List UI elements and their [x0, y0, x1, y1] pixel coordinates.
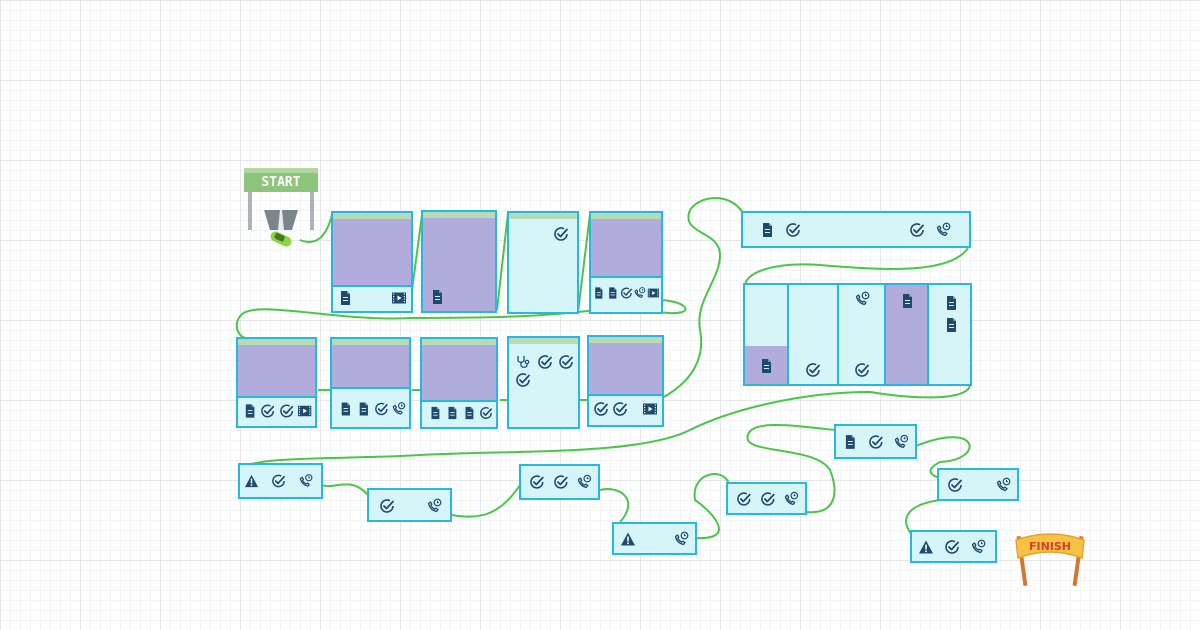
phone-callback-icon — [578, 474, 592, 489]
phone-callback-icon — [427, 498, 442, 513]
checkmark-circle-icon — [613, 402, 627, 416]
checkmark-circle-icon — [945, 540, 959, 554]
grid-column — [886, 285, 929, 384]
journey-step-card[interactable] — [420, 337, 498, 429]
phone-callback-icon — [785, 491, 799, 506]
document-icon — [946, 318, 956, 332]
grid-column — [789, 285, 839, 384]
phone-callback-icon — [392, 402, 406, 415]
checkmark-circle-icon — [480, 407, 493, 419]
journey-step-card[interactable] — [507, 211, 579, 314]
checkmark-circle-icon — [854, 363, 869, 377]
document-icon — [465, 406, 474, 420]
journey-step-card[interactable] — [507, 336, 580, 429]
checkmark-circle-icon — [760, 492, 775, 506]
document-icon — [608, 287, 617, 299]
stethoscope-icon — [517, 356, 530, 368]
document-icon — [359, 402, 368, 416]
video-icon — [647, 288, 660, 298]
checkmark-circle-icon — [948, 478, 962, 492]
journey-path — [235, 197, 971, 540]
journey-step-card[interactable] — [612, 522, 697, 555]
checkmark-circle-icon — [737, 492, 751, 506]
checkmark-circle-icon — [559, 355, 573, 369]
document-icon — [431, 406, 440, 420]
checkmark-circle-icon — [279, 404, 293, 418]
journey-step-card[interactable] — [330, 337, 411, 429]
checkmark-circle-icon — [537, 355, 552, 369]
journey-step-card[interactable] — [741, 211, 971, 248]
checkmark-circle-icon — [868, 435, 883, 449]
journey-step-card[interactable] — [519, 464, 600, 500]
checkmark-circle-icon — [380, 499, 394, 513]
checkmark-circle-icon — [516, 373, 530, 387]
checkmark-circle-icon — [554, 227, 568, 241]
video-icon — [297, 405, 312, 417]
checkmark-circle-icon — [272, 474, 285, 488]
warning-icon — [919, 540, 933, 554]
checkmark-circle-icon — [553, 475, 568, 489]
phone-callback-icon — [971, 539, 986, 554]
checkmark-circle-icon — [910, 223, 924, 237]
grid-column — [839, 285, 886, 384]
journey-step-card[interactable] — [910, 530, 997, 563]
checkmark-circle-icon — [620, 287, 632, 299]
document-icon — [341, 402, 350, 416]
video-icon — [392, 292, 406, 304]
document-icon — [341, 291, 350, 305]
document-icon — [595, 287, 603, 299]
document-icon — [946, 296, 956, 310]
journey-step-card[interactable] — [726, 482, 807, 515]
journey-step-card[interactable] — [367, 488, 452, 522]
start-flag: START — [244, 168, 318, 247]
journey-step-card[interactable] — [421, 210, 497, 313]
document-icon — [762, 359, 771, 373]
document-icon — [902, 294, 912, 308]
warning-icon — [244, 474, 259, 488]
document-icon — [245, 404, 255, 418]
document-icon — [433, 290, 442, 304]
grid-column — [745, 285, 789, 384]
finish-label: FINISH — [1029, 540, 1071, 553]
checkmark-circle-icon — [261, 404, 275, 418]
phone-callback-icon — [996, 477, 1011, 492]
checkmark-circle-icon — [786, 223, 800, 237]
video-icon — [643, 403, 657, 415]
journey-step-card[interactable] — [937, 468, 1019, 501]
phone-callback-icon — [634, 287, 646, 298]
journey-step-card[interactable] — [238, 463, 323, 499]
journey-step-card[interactable] — [587, 335, 664, 427]
warning-icon — [621, 532, 635, 546]
checkmark-circle-icon — [374, 402, 388, 416]
phone-callback-icon — [895, 434, 909, 449]
checkmark-circle-icon — [594, 402, 608, 416]
finish-banner: FINISH — [1015, 533, 1085, 587]
start-label: START — [261, 175, 300, 190]
phone-callback-icon — [299, 474, 313, 487]
phone-callback-icon — [936, 222, 951, 237]
document-icon — [845, 435, 855, 449]
checkmark-circle-icon — [806, 363, 820, 377]
document-icon — [448, 406, 457, 420]
journey-step-card[interactable] — [331, 211, 413, 313]
journey-step-card[interactable] — [589, 211, 663, 314]
phone-callback-icon — [674, 531, 689, 546]
phone-callback-icon — [855, 291, 869, 306]
document-icon — [763, 223, 772, 237]
checkmark-circle-icon — [530, 475, 544, 489]
journey-step-card[interactable] — [834, 424, 917, 459]
journey-grid-card[interactable] — [743, 283, 972, 386]
journey-step-card[interactable] — [236, 337, 317, 428]
grid-column — [929, 285, 972, 384]
